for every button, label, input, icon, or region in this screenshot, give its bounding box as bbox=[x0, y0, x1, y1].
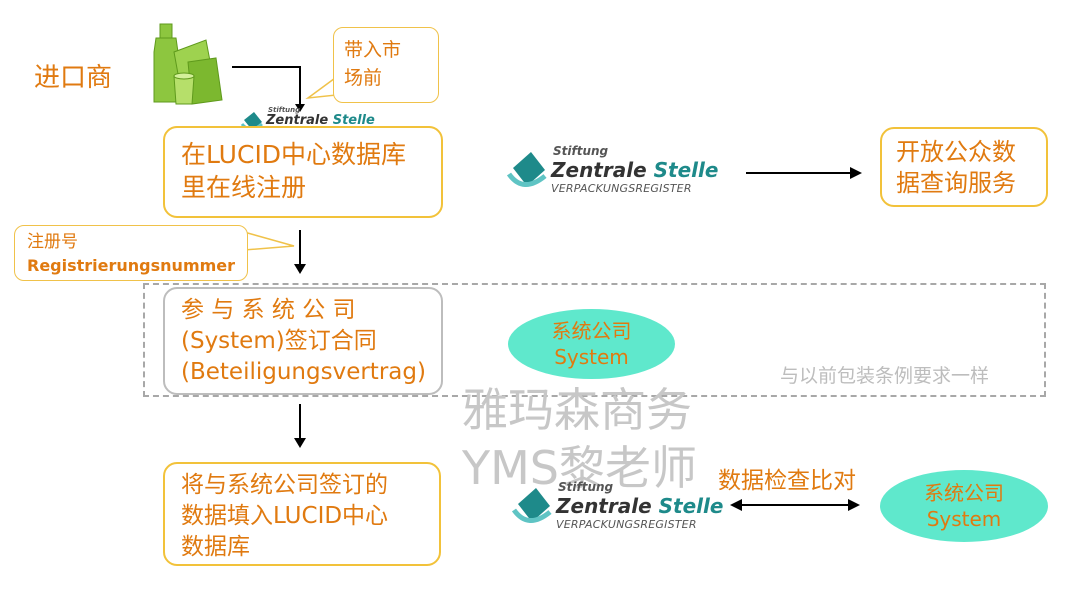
step2-line2: (System)签订合同 bbox=[181, 328, 377, 354]
importer-label: 进口商 bbox=[34, 63, 113, 93]
logo-bottom-zentrale: Zentrale bbox=[556, 494, 652, 518]
logo-mid-zentrale: Zentrale bbox=[551, 158, 647, 182]
zsvr-logo-bottom: Stiftung Zentrale Stelle VERPACKUNGSREGI… bbox=[510, 476, 740, 534]
check-label: 数据检查比对 bbox=[718, 468, 856, 494]
step1-line1: 在LUCID中心数据库 bbox=[181, 140, 407, 169]
zsvr-logo-icon bbox=[506, 152, 547, 187]
callout-registration-tail bbox=[243, 231, 295, 251]
logo-mid-register: VERPACKUNGSREGISTER bbox=[551, 182, 692, 195]
system-ellipse-1-line2: System bbox=[554, 345, 629, 369]
zsvr-logo-icon bbox=[511, 488, 552, 523]
callout-registration-line2: Registrierungsnummer bbox=[27, 256, 236, 275]
step2-box: 参 与 系 统 公 司 (System)签订合同 (Beteiligungsve… bbox=[163, 287, 443, 395]
watermark-line1: 雅玛森商务 bbox=[462, 383, 692, 437]
logo-bottom-verpack: VERPACKUNGS bbox=[556, 518, 641, 531]
callout-registration: 注册号 Registrierungsnummer bbox=[14, 225, 248, 281]
logo-bottom-stelle: Stelle bbox=[658, 494, 724, 518]
logo-mid-reg: REGISTER bbox=[635, 182, 692, 195]
logo-bottom-register: VERPACKUNGSREGISTER bbox=[556, 518, 697, 531]
logo-small-stelle: Stelle bbox=[332, 113, 375, 128]
callout-market-line1: 带入市 bbox=[344, 39, 402, 61]
step3-box: 将与系统公司签订的 数据填入LUCID中心 数据库 bbox=[163, 462, 441, 566]
logo-mid-stiftung: Stiftung bbox=[553, 144, 609, 158]
step3-line2: 数据填入LUCID中心 bbox=[181, 503, 389, 529]
system-ellipse-2-line2: System bbox=[926, 507, 1002, 531]
logo-small-stiftung: Stiftung bbox=[268, 106, 301, 114]
system-ellipse-2: 系统公司 System bbox=[880, 470, 1048, 542]
logo-small-zentrale: Zentrale bbox=[266, 113, 329, 128]
dashed-region bbox=[143, 283, 1046, 397]
public-service-line1: 开放公众数 bbox=[896, 138, 1016, 166]
logo-mid-zentrale-stelle: Zentrale Stelle bbox=[551, 158, 718, 182]
step1-box: 在LUCID中心数据库 里在线注册 bbox=[163, 126, 443, 218]
system-ellipse-2-line1: 系统公司 bbox=[924, 481, 1004, 505]
step1-line2: 里在线注册 bbox=[181, 173, 307, 202]
logo-bottom-zentrale-stelle: Zentrale Stelle bbox=[556, 494, 723, 518]
step3-line1: 将与系统公司签订的 bbox=[181, 472, 388, 498]
logo-mid-verpack: VERPACKUNGS bbox=[551, 182, 636, 195]
system-ellipse-1-line1: 系统公司 bbox=[551, 319, 632, 343]
public-service-line2: 据查询服务 bbox=[896, 169, 1016, 197]
logo-bottom-reg: REGISTER bbox=[640, 518, 697, 531]
bottles-bags-icon bbox=[153, 23, 223, 105]
dashed-note: 与以前包装条例要求一样 bbox=[780, 365, 990, 387]
logo-small-zentrale-stelle: Zentrale Stelle bbox=[266, 113, 375, 128]
callout-market-line2: 场前 bbox=[344, 67, 383, 89]
callout-before-market: 带入市 场前 bbox=[333, 27, 439, 103]
zsvr-logo-mid: Stiftung Zentrale Stelle VERPACKUNGSREGI… bbox=[505, 140, 735, 198]
step2-line1: 参 与 系 统 公 司 bbox=[181, 297, 356, 323]
system-ellipse-1: 系统公司 System bbox=[508, 309, 675, 379]
watermark-line2: YMS黎老师 bbox=[462, 441, 697, 495]
logo-mid-stelle: Stelle bbox=[653, 158, 719, 182]
callout-registration-line1: 注册号 bbox=[27, 232, 78, 252]
step3-line3: 数据库 bbox=[181, 534, 250, 560]
logo-bottom-stiftung: Stiftung bbox=[558, 480, 614, 494]
public-service-box: 开放公众数 据查询服务 bbox=[880, 127, 1048, 207]
step2-line3: (Beteiligungsvertrag) bbox=[181, 359, 426, 385]
